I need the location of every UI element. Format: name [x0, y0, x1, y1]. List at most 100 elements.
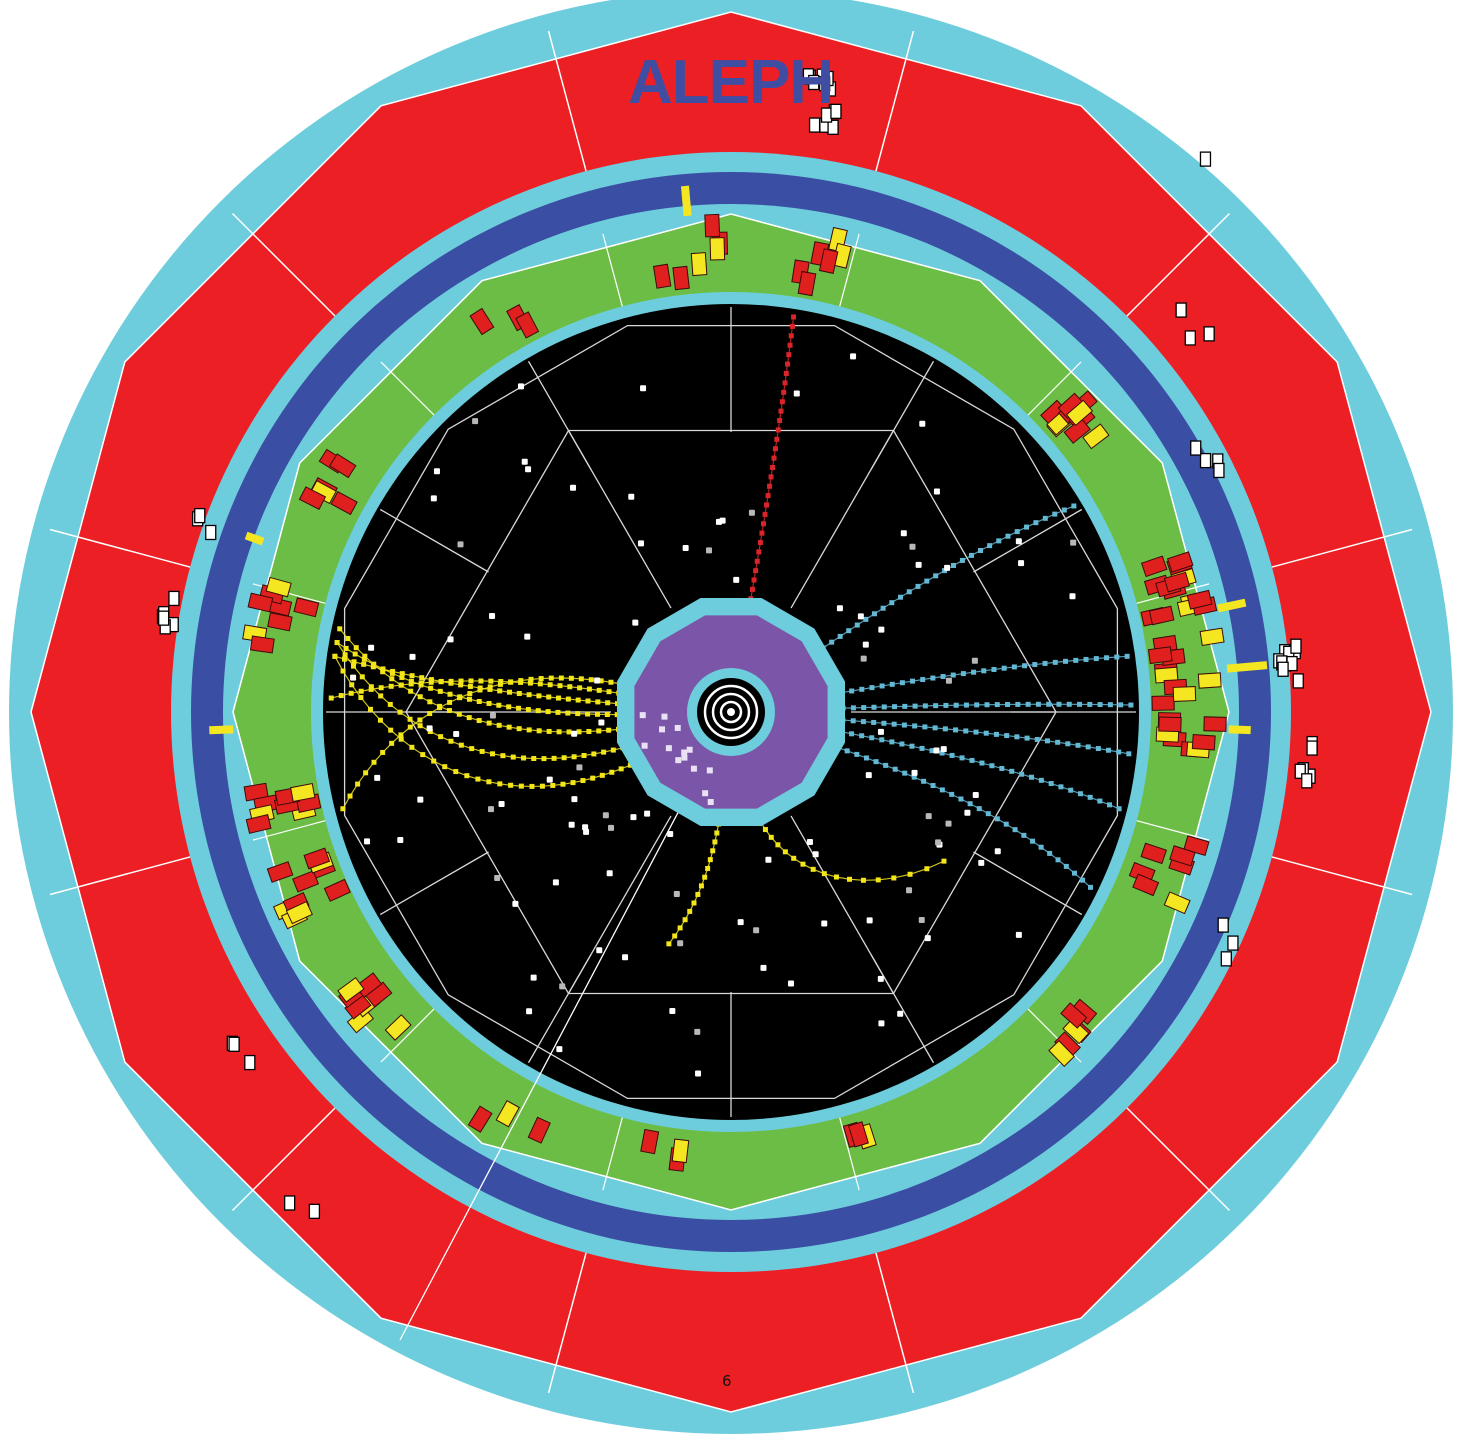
muon-sector-divider	[49, 856, 191, 896]
track-hit	[879, 737, 885, 743]
track-hit	[453, 769, 459, 775]
track-hit	[388, 683, 394, 689]
calorimeter-cell	[292, 870, 320, 893]
track-hit	[338, 693, 344, 699]
calorimeter-cell	[1048, 1040, 1075, 1067]
calorimeter-cell	[495, 1100, 520, 1128]
track-hit	[775, 427, 781, 433]
tpc-hit	[494, 875, 501, 882]
tpc-hit	[640, 385, 647, 392]
tpc-hit	[909, 543, 916, 550]
track-hit	[341, 656, 347, 662]
tpc-hit	[765, 856, 772, 863]
track-hit	[442, 764, 448, 770]
track-hit	[759, 530, 765, 536]
calorimeter-cell	[1191, 734, 1216, 751]
track-hit	[389, 740, 395, 746]
track-hit	[355, 781, 361, 787]
track-hit	[428, 679, 434, 685]
track-hit	[427, 711, 433, 717]
track-hit	[881, 720, 887, 726]
calorimeter-cell	[1132, 873, 1160, 897]
itc-hit	[690, 765, 697, 772]
calorimeter-cell	[640, 1128, 660, 1155]
track-hit	[398, 732, 404, 738]
calorimeter-cell	[285, 900, 313, 925]
track-hit	[922, 724, 928, 730]
track-hit	[1097, 702, 1103, 708]
track-hit	[1124, 653, 1130, 659]
track-hit	[924, 578, 930, 584]
track-hit	[1011, 664, 1017, 670]
track-hit	[397, 709, 403, 715]
track-hit	[604, 712, 610, 718]
track-hit	[343, 645, 349, 651]
track-hit	[1061, 507, 1067, 513]
track-hit	[353, 645, 359, 651]
track-hit	[475, 776, 481, 782]
muon-hit	[205, 524, 217, 541]
track-hit	[979, 760, 985, 766]
calorimeter-cell	[247, 592, 274, 613]
track-hit	[1052, 511, 1058, 517]
track-hit	[753, 568, 759, 574]
track-hit	[418, 682, 424, 688]
track-hit	[447, 691, 453, 697]
track-hit	[779, 399, 785, 405]
track-hit	[528, 676, 534, 682]
track-hit	[891, 721, 897, 727]
calorimeter-cell	[1148, 605, 1175, 626]
track-hit	[751, 577, 757, 583]
track-hit	[978, 547, 984, 553]
track-hit	[388, 727, 394, 733]
tpc-hit	[924, 935, 931, 942]
track-hit	[408, 681, 414, 687]
tpc-hit	[915, 561, 922, 568]
track-hit	[791, 314, 797, 320]
track-hit	[850, 705, 856, 711]
track-hit	[991, 666, 997, 672]
tpc-hit	[489, 712, 496, 719]
track-hit	[1063, 863, 1069, 869]
track-hit	[1042, 515, 1048, 521]
track-hit	[1106, 747, 1112, 753]
track-hit	[770, 465, 776, 471]
track-hit	[566, 729, 572, 735]
track-hit	[537, 681, 543, 687]
track-hit	[1116, 806, 1122, 812]
track-hit	[577, 685, 583, 691]
calorimeter-cell	[652, 263, 672, 289]
track-hit	[476, 698, 482, 704]
track-hit	[1114, 654, 1120, 660]
track-hit	[1095, 746, 1101, 752]
track-hit	[371, 661, 377, 667]
track-hit	[1028, 774, 1034, 780]
calorimeter-cell	[290, 783, 316, 803]
track-hit	[568, 675, 574, 681]
track-hit	[764, 502, 770, 508]
track-hit	[488, 678, 494, 684]
track-hit	[447, 699, 453, 705]
track-hit	[334, 640, 340, 646]
track-hit	[712, 839, 718, 845]
track-hit	[672, 933, 678, 939]
track-hit	[772, 446, 778, 452]
tpc-hit	[583, 828, 590, 835]
track-hit	[1004, 733, 1010, 739]
track-hit	[525, 707, 531, 713]
tpc-outer-spoke	[973, 851, 1083, 916]
track-hit	[507, 689, 513, 695]
itc-hit	[661, 713, 668, 720]
tpc-hit	[677, 940, 684, 947]
calorimeter-cell	[384, 1014, 412, 1041]
track-hit	[983, 730, 989, 736]
track-hit	[768, 834, 774, 840]
track-hit	[431, 758, 437, 764]
track-hit	[1034, 736, 1040, 742]
tpc-hit	[911, 769, 918, 776]
calorimeter-cell	[1158, 716, 1182, 733]
track-hit	[710, 848, 716, 854]
itc-hit	[675, 757, 682, 764]
track-hit	[466, 696, 472, 702]
tpc-hit	[878, 1020, 885, 1027]
